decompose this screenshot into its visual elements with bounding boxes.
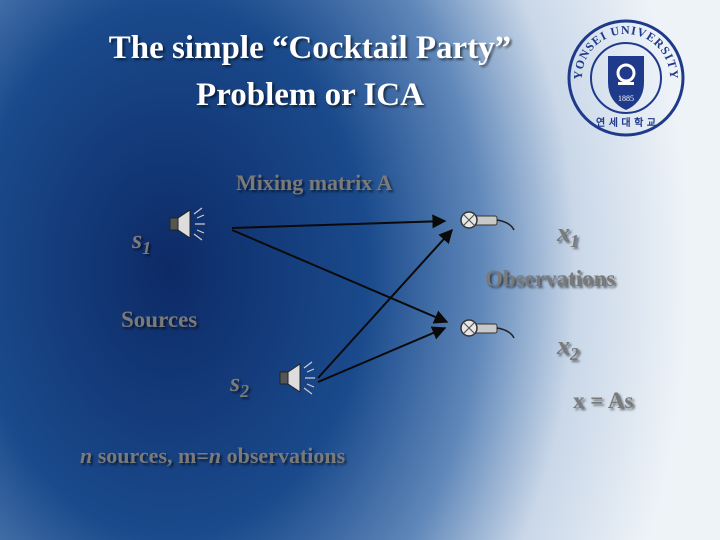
source-s1-label: s1	[132, 225, 152, 258]
speaker-icon	[279, 361, 315, 395]
mixing-matrix-label: Mixing matrix A	[236, 170, 393, 195]
footnote-text: n sources, m=n observations	[80, 443, 346, 468]
source-s2-label: s2	[230, 368, 250, 401]
arrow-s1-x1	[231, 214, 447, 229]
slide-title-line-2: Problem or ICA	[196, 77, 424, 113]
observation-x1-label: x1	[557, 218, 579, 251]
logo-korean-text: 연 세 대 학 교	[596, 116, 656, 129]
sources-label: Sources	[121, 307, 198, 332]
arrow-s2-x1	[317, 228, 453, 379]
speaker-icon	[169, 207, 205, 241]
arrow-s2-x2	[317, 326, 447, 383]
observations-label: Observations	[485, 266, 616, 291]
university-logo: YONSEI UNIVERSITY 1885 연 세 대 학 교	[567, 19, 685, 137]
logo-year: 1885	[618, 94, 634, 103]
arrow-s1-x2	[231, 229, 449, 324]
microphone-icon	[460, 319, 515, 339]
observation-x2-label: x2	[557, 331, 579, 364]
equation-label: x = As	[573, 388, 634, 413]
slide-title-line-1: The simple “Cocktail Party”	[108, 30, 512, 66]
microphone-icon	[460, 211, 515, 231]
